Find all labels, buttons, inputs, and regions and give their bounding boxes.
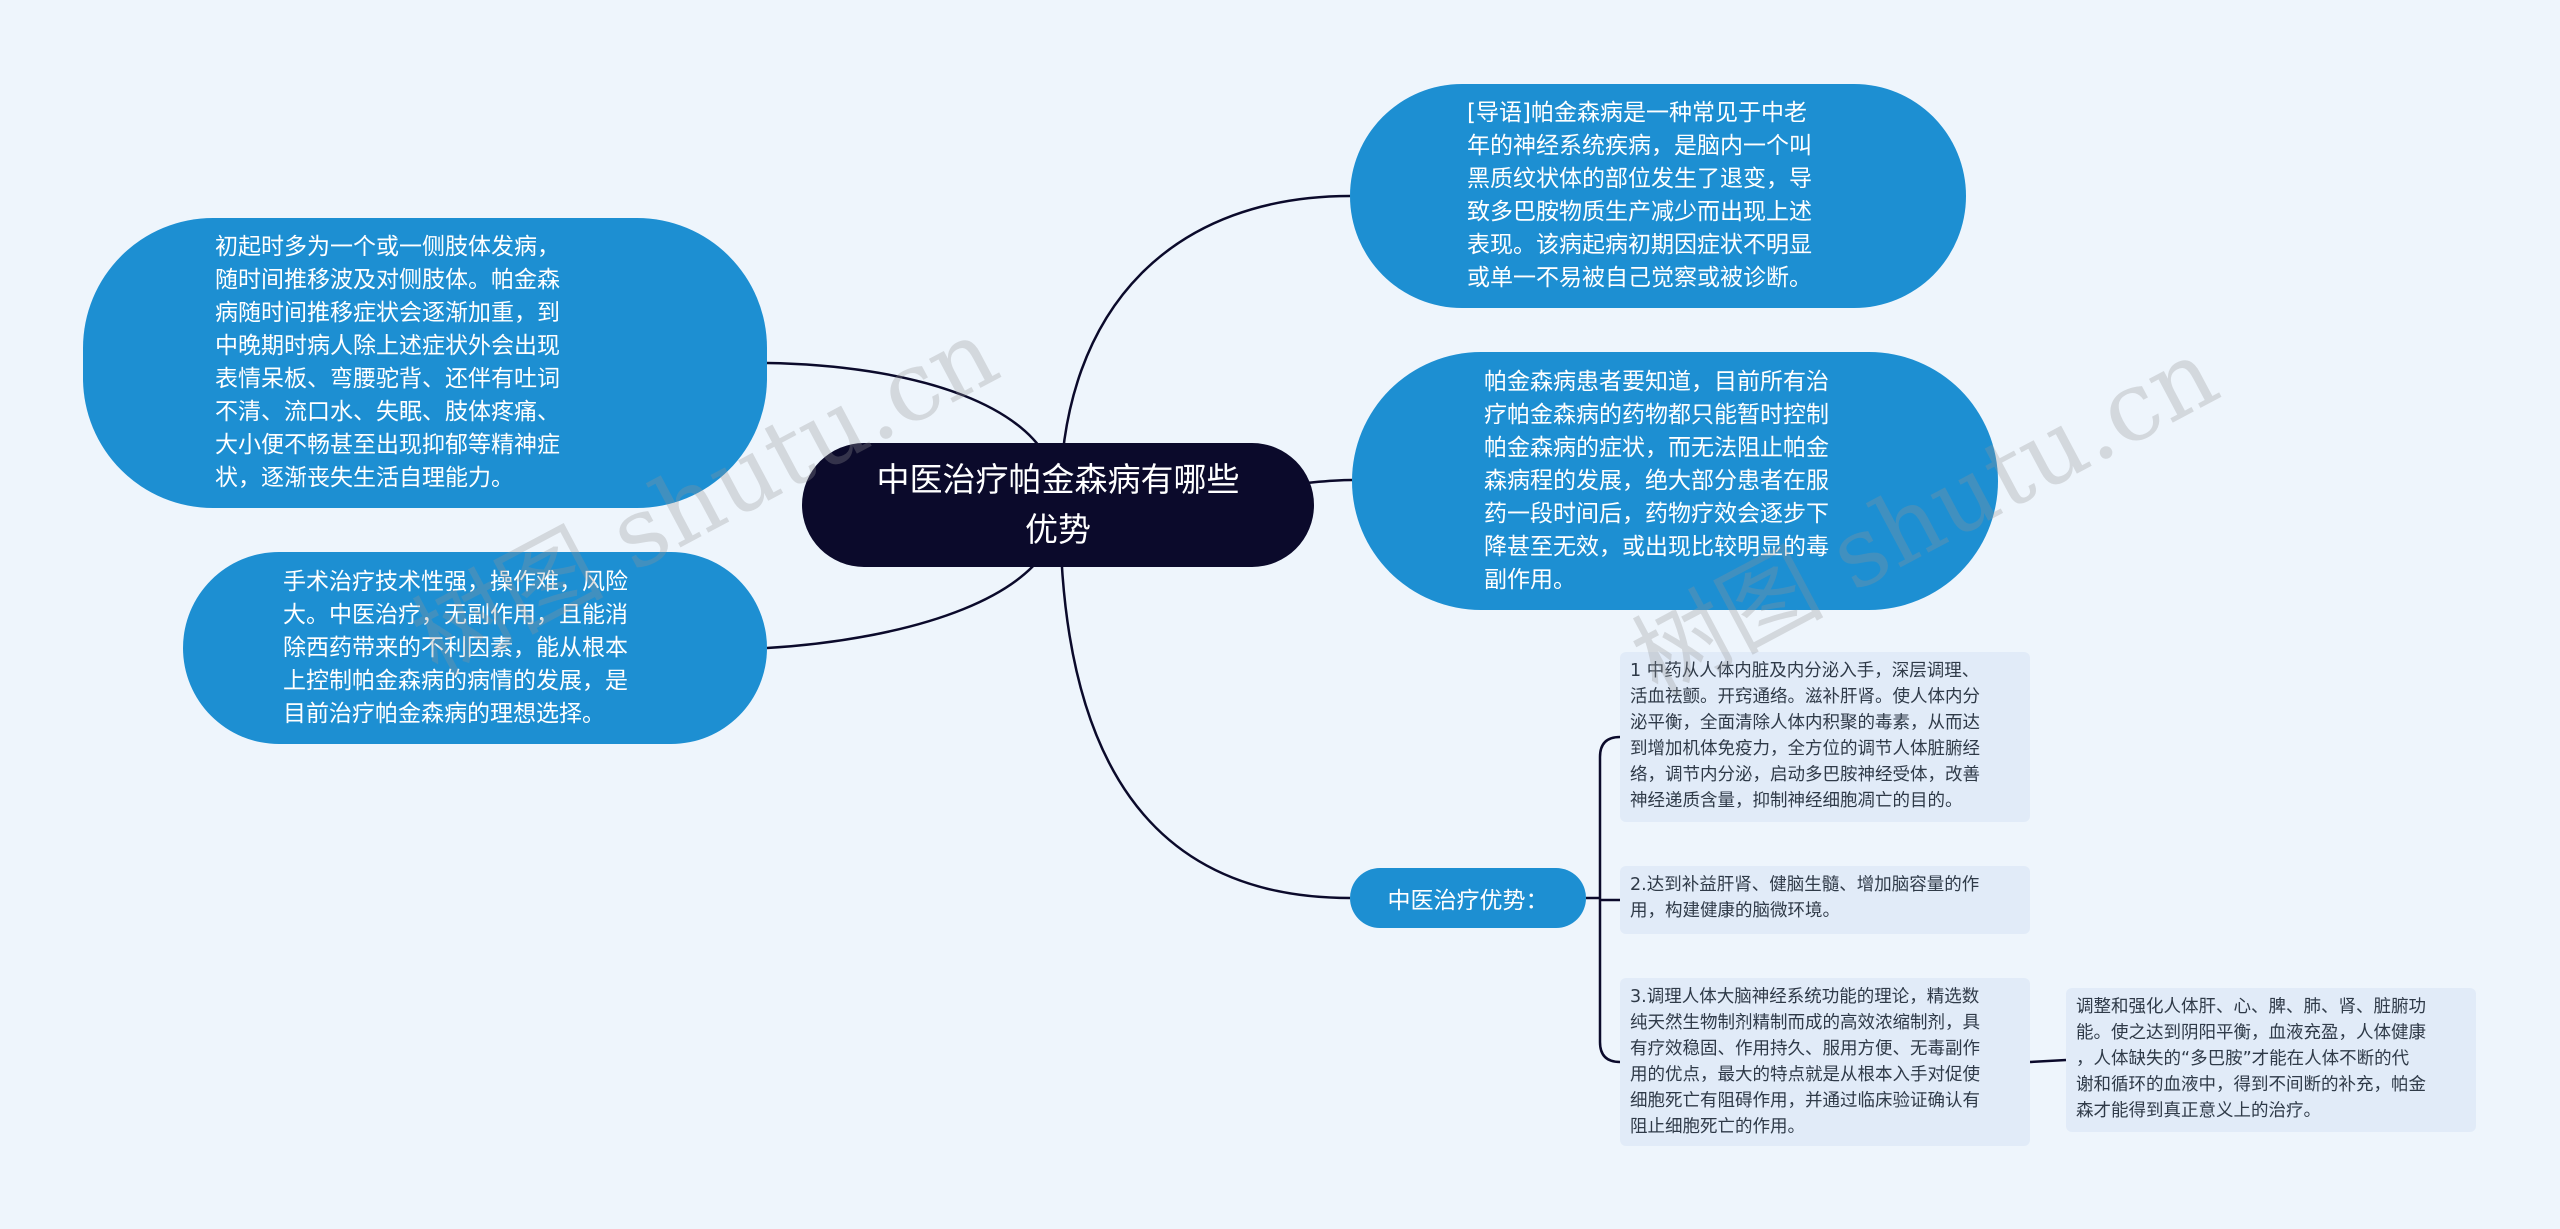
left-topic-surgery-text: 手术治疗技术性强，操作难，风险 大。中医治疗，无副作用，且能消 除西药带来的不利… <box>283 568 628 727</box>
root-topic-label: 中医治疗帕金森病有哪些 优势 <box>876 460 1240 549</box>
link-root-advantage <box>1058 504 1351 900</box>
root-topic[interactable]: 中医治疗帕金森病有哪些 优势 <box>802 443 1314 567</box>
right-topic-intro[interactable]: [导语]帕金森病是一种常见于中老 年的神经系统疾病，是脑内一个叫 黑质纹状体的部… <box>1350 84 1966 308</box>
right-topic-drugs[interactable]: 帕金森病患者要知道，目前所有治 疗帕金森病的药物都只能暂时控制 帕金森病的症状，… <box>1352 352 1998 610</box>
right-topic-drugs-text: 帕金森病患者要知道，目前所有治 疗帕金森病的药物都只能暂时控制 帕金森病的症状，… <box>1484 368 1829 593</box>
advantage-item-2[interactable]: 2.达到补益肝肾、健脑生髓、增加脑容量的作 用，构建健康的脑微环境。 <box>1620 866 2030 934</box>
advantage-topic-label: 中医治疗优势： <box>1387 888 1549 914</box>
advantage-topic[interactable]: 中医治疗优势： <box>1350 868 1586 928</box>
link-item3-sub <box>2029 1058 2067 1064</box>
advantage-item-3-detail[interactable]: 调整和强化人体肝、心、脾、肺、肾、脏腑功 能。使之达到阴阳平衡，血液充盈，人体健… <box>2066 988 2476 1132</box>
right-topic-intro-text: [导语]帕金森病是一种常见于中老 年的神经系统疾病，是脑内一个叫 黑质纹状体的部… <box>1467 100 1812 291</box>
left-topic-symptoms[interactable]: 初起时多为一个或一侧肢体发病， 随时间推移波及对侧肢体。帕金森 病随时间推移症状… <box>83 218 767 508</box>
advantage-item-1[interactable]: 1 中药从人体内脏及内分泌入手，深层调理、 活血祛颤。开窍通络。滋补肝肾。使人体… <box>1620 652 2030 822</box>
left-topic-symptoms-text: 初起时多为一个或一侧肢体发病， 随时间推移波及对侧肢体。帕金森 病随时间推移症状… <box>215 234 560 491</box>
advantage-item-3[interactable]: 3.调理人体大脑神经系统功能的理论，精选数 纯天然生物制剂精制而成的高效浓缩制剂… <box>1620 978 2030 1146</box>
left-topic-surgery[interactable]: 手术治疗技术性强，操作难，风险 大。中医治疗，无副作用，且能消 除西药带来的不利… <box>183 552 767 744</box>
link-root-right-1 <box>1058 194 1351 506</box>
link-advantage-items <box>1586 735 1621 1064</box>
